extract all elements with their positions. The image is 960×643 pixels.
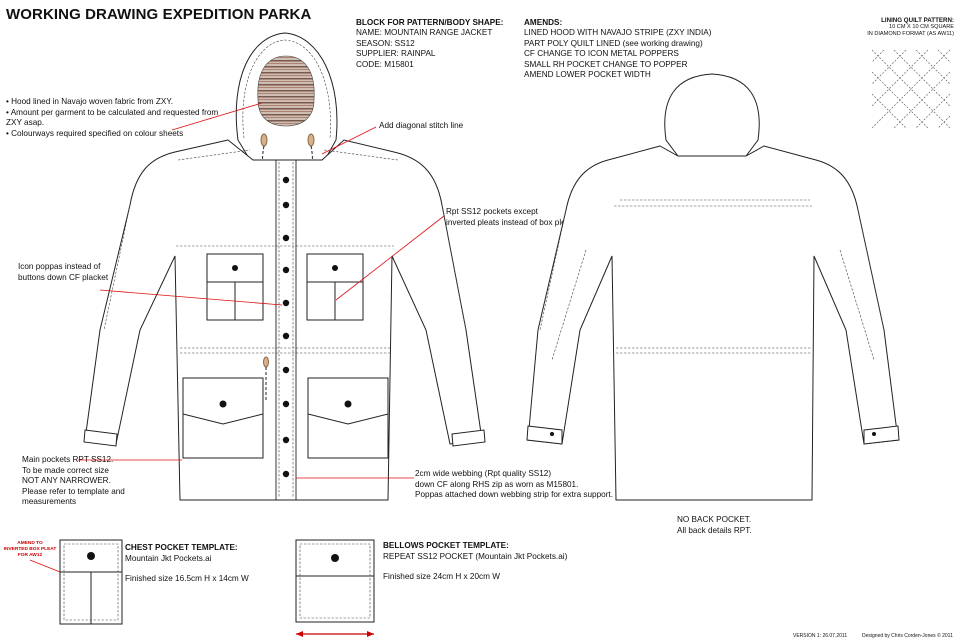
front-parka-drawing	[83, 32, 486, 501]
amend-note: AMEND TO INVERTED BOX PLEAT FOR AW12	[2, 541, 58, 559]
note-line: down CF along RHS zip as worn as M15801.	[415, 479, 579, 489]
chest-template-size: Finished size 16.5cm H x 14cm W	[125, 574, 249, 583]
amends-info: AMENDS: LINED HOOD WITH NAVAJO STRIPE (Z…	[524, 18, 711, 80]
note-line: • Colourways required specified on colou…	[6, 128, 184, 138]
note-line: Poppas attached down webbing strip for e…	[415, 490, 613, 499]
amends-item: AMEND LOWER POCKET WIDTH	[524, 70, 651, 80]
lining-line1: 10 CM X 10 CM SQUARE	[889, 24, 954, 30]
lining-line2: IN DIAMOND FORMAT (AS AW11)	[867, 31, 954, 37]
block-code: CODE: M15801	[356, 59, 414, 69]
block-heading: BLOCK FOR PATTERN/BODY SHAPE:	[356, 18, 504, 27]
amends-item: LINED HOOD WITH NAVAJO STRIPE (ZXY INDIA…	[524, 28, 712, 38]
block-supplier: SUPPLIER: RAINPAL	[356, 49, 436, 59]
note-line: Rpt SS12 pockets except	[446, 207, 538, 216]
stitch-note: Add diagonal stitch line	[379, 121, 464, 130]
note-line: INVERTED BOX PLEAT	[3, 547, 57, 552]
note-line: All back details RPT.	[677, 525, 752, 535]
note-line: • Amount per garment to be calculated an…	[6, 107, 219, 117]
note-line: NOT ANY NARROWER.	[22, 476, 111, 485]
chest-pocket-template	[59, 539, 123, 625]
bellows-template-info: BELLOWS POCKET TEMPLATE: REPEAT SS12 POC…	[383, 541, 567, 583]
note-line: buttons down CF placket	[18, 272, 109, 282]
annotation-leaders	[29, 102, 445, 573]
note-line: Icon poppas instead of	[18, 262, 101, 271]
note-line: Main pockets RPT SS12.	[22, 455, 114, 464]
amends-heading: AMENDS:	[524, 18, 563, 27]
quilt-pattern-swatch	[871, 49, 951, 129]
lining-info: LINING QUILT PATTERN: 10 CM X 10 CM SQUA…	[867, 17, 954, 38]
note-line: ZXY asap.	[6, 118, 45, 127]
bellows-pocket-template	[295, 539, 375, 637]
version-label: VERSION 1: 26.07.2011	[793, 633, 848, 639]
note-line: Please refer to template and	[22, 486, 125, 496]
note-line: • Hood lined in Navajo woven fabric from…	[6, 97, 173, 106]
back-note: NO BACK POCKET. All back details RPT.	[677, 515, 752, 536]
note-line: To be made correct size	[22, 465, 109, 475]
note-line: NO BACK POCKET.	[677, 515, 752, 524]
amends-item: SMALL RH POCKET CHANGE TO POPPER	[524, 59, 688, 69]
designer-credit: Designed by Chris Corden-Jones © 2011	[862, 633, 953, 639]
lining-heading: LINING QUILT PATTERN:	[881, 17, 954, 24]
amends-item: CF CHANGE TO ICON METAL POPPERS	[524, 49, 679, 59]
block-season: SEASON: SS12	[356, 38, 415, 48]
bellows-template-size: Finished size 24cm H x 20cm W	[383, 572, 500, 581]
icon-poppas-note: Icon poppas instead of buttons down CF p…	[18, 262, 108, 283]
note-line: measurements	[22, 497, 77, 506]
note-line: AMEND TO	[17, 541, 43, 546]
block-info: BLOCK FOR PATTERN/BODY SHAPE: NAME: MOUN…	[356, 18, 503, 70]
back-parka-drawing	[526, 73, 900, 501]
chest-template-heading: CHEST POCKET TEMPLATE:	[125, 543, 238, 552]
bellows-template-repeat: REPEAT SS12 POCKET (Mountain Jkt Pockets…	[383, 551, 568, 561]
page-title: WORKING DRAWING EXPEDITION PARKA	[6, 6, 312, 23]
chest-template-file: Mountain Jkt Pockets.ai	[125, 553, 212, 563]
main-pockets-note: Main pockets RPT SS12. To be made correc…	[22, 455, 125, 508]
rpt-pockets-note: Rpt SS12 pockets except inverted pleats …	[446, 207, 577, 228]
note-line: inverted pleats instead of box pleats	[446, 217, 577, 227]
note-line: 2cm wide webbing (Rpt quality SS12)	[415, 469, 552, 478]
hood-note: • Hood lined in Navajo woven fabric from…	[6, 97, 218, 139]
block-name: NAME: MOUNTAIN RANGE JACKET	[356, 28, 493, 38]
chest-template-info: CHEST POCKET TEMPLATE: Mountain Jkt Pock…	[125, 543, 249, 585]
webbing-note: 2cm wide webbing (Rpt quality SS12) down…	[415, 469, 613, 501]
bellows-template-heading: BELLOWS POCKET TEMPLATE:	[383, 541, 509, 550]
amends-item: PART POLY QUILT LINED (see working drawi…	[524, 38, 703, 48]
note-line: FOR AW12	[17, 553, 43, 558]
